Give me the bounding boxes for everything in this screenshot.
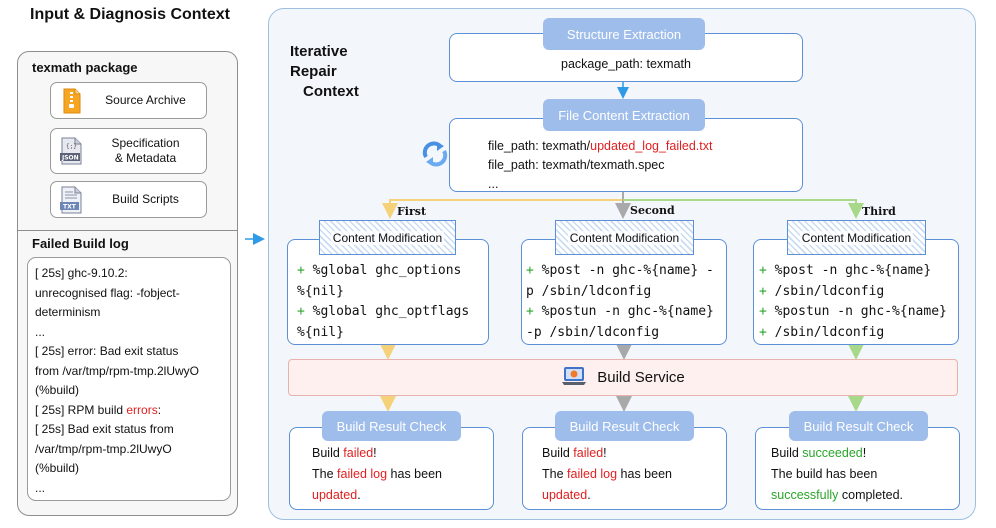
log-line: [ 25s] Bad exit status from: [35, 422, 174, 436]
log-line: unrecognised flag: -fobject-: [35, 285, 180, 300]
source-archive-card: Source Archive: [50, 82, 207, 119]
code-line: + %global ghc_options: [297, 263, 462, 278]
log-error-word: errors: [126, 402, 158, 417]
file-path-ellipsis: ...: [488, 177, 499, 191]
log-text: :: [157, 402, 162, 417]
svg-text:JSON: JSON: [61, 155, 79, 162]
first-build-result-check-label: Build Result Check: [322, 411, 461, 441]
result-line: Build succeeded!: [771, 446, 867, 460]
svg-text:TXT: TXT: [63, 203, 77, 210]
first-modification-box: [287, 239, 489, 345]
specification-label-line1: Specification: [111, 136, 180, 150]
log-line: (%build): [35, 461, 80, 475]
log-line: [ 25s] ghc-9.10.2:: [35, 266, 128, 280]
log-line: ...: [35, 480, 46, 495]
right-panel-title: Iterative Repair Context: [290, 42, 390, 102]
failed-status: failed: [573, 446, 604, 460]
code-line: %{nil}: [297, 324, 344, 340]
second-code-diff: + %post -n ghc-%{name} - p /sbin/ldconfi…: [526, 261, 714, 343]
code-line: p /sbin/ldconfig: [526, 283, 652, 299]
second-content-modification-label: Content Modification: [555, 220, 694, 255]
third-content-modification-label: Content Modification: [787, 220, 926, 255]
panel-divider: [17, 230, 238, 231]
code-line: + %post -n ghc-%{name}: [759, 263, 932, 278]
specification-card: {;} JSON Specification & Metadata: [50, 128, 207, 174]
right-title-line1: Iterative Repair: [290, 43, 348, 80]
package-title: texmath package: [32, 60, 138, 75]
code-line: %{nil}: [297, 283, 344, 299]
first-code-diff: + %global ghc_options %{nil} + %global g…: [297, 261, 469, 343]
file-path-line: file_path: texmath/updated_log_failed.tx…: [488, 137, 712, 156]
build-scripts-label: Build Scripts: [112, 192, 179, 206]
right-title-line2: Context: [303, 83, 359, 100]
failed-status: failed: [343, 446, 374, 460]
log-text: [ 25s] RPM build: [35, 402, 127, 417]
source-archive-label: Source Archive: [105, 93, 186, 107]
refresh-icon: [420, 141, 450, 172]
code-line: + %global ghc_optflags: [297, 304, 470, 319]
svg-text:{;}: {;}: [66, 143, 77, 150]
third-modification-box: [753, 239, 959, 345]
file-content-extraction-label: File Content Extraction: [543, 99, 705, 131]
code-line: + %postun -n ghc-%{name}: [759, 304, 947, 319]
specification-label-line2: & Metadata: [114, 151, 177, 165]
build-service-icon: [561, 365, 587, 391]
txt-file-icon: TXT: [59, 186, 85, 214]
log-line: [ 25s] RPM build errors:: [35, 401, 224, 421]
log-line: /var/tmp/rpm-tmp.2lUwyO: [35, 441, 172, 456]
branch-label-second: Second: [630, 204, 675, 217]
result-line: successfully completed.: [771, 488, 904, 502]
code-line: + /sbin/ldconfig: [759, 283, 885, 299]
result-line: updated.: [542, 488, 591, 502]
updated-log-file: updated_log_failed.txt: [590, 139, 713, 153]
log-line: determinism: [35, 305, 101, 319]
result-line: Build failed!: [312, 446, 377, 460]
file-path-list: file_path: texmath/updated_log_failed.tx…: [488, 137, 712, 194]
code-line: + %postun -n ghc-%{name}: [526, 304, 714, 319]
log-line: [ 25s] error: Bad exit status: [35, 344, 179, 358]
failed-build-log: [ 25s] ghc-9.10.2: unrecognised flag: -f…: [27, 257, 231, 501]
structure-extraction-label: Structure Extraction: [543, 18, 705, 50]
first-content-modification-label: Content Modification: [319, 220, 456, 255]
build-scripts-card: TXT Build Scripts: [50, 181, 207, 218]
branch-label-first: First: [397, 205, 427, 218]
file-path-line: file_path: texmath/texmath.spec: [488, 158, 665, 172]
log-line: (%build): [35, 383, 80, 397]
code-line: -p /sbin/ldconfig: [526, 324, 660, 340]
build-service-label: Build Service: [597, 369, 685, 386]
third-result-text: Build succeeded! The build has been succ…: [771, 443, 903, 506]
archive-file-icon: [59, 88, 85, 114]
result-line: The failed log has been: [542, 467, 672, 481]
specification-label: Specification & Metadata: [85, 136, 206, 166]
json-file-icon: {;} JSON: [59, 137, 85, 165]
left-panel-title: Input & Diagnosis Context: [30, 6, 230, 23]
package-path-text: package_path: texmath: [561, 57, 691, 71]
log-line: from /var/tmp/rpm-tmp.2lUwyO: [35, 363, 200, 378]
result-line: The failed log has been: [312, 467, 442, 481]
build-service-bar: Build Service: [288, 359, 958, 396]
first-result-text: Build failed! The failed log has been up…: [312, 443, 442, 506]
result-line: Build failed!: [542, 446, 607, 460]
third-branch-arrow: [623, 199, 864, 219]
third-code-diff: + %post -n ghc-%{name} + /sbin/ldconfig …: [759, 261, 947, 343]
code-line: + %post -n ghc-%{name} -: [526, 263, 714, 278]
failed-log-title: Failed Build log: [32, 236, 129, 251]
second-build-result-check-label: Build Result Check: [555, 411, 694, 441]
file-path-prefix: file_path: texmath/: [488, 139, 591, 153]
third-build-result-check-label: Build Result Check: [789, 411, 928, 441]
succeeded-status: succeeded: [802, 446, 863, 460]
branch-label-third: Third: [862, 205, 896, 218]
code-line: + /sbin/ldconfig: [759, 324, 885, 340]
result-line: The build has been: [771, 467, 878, 481]
log-line: ...: [35, 324, 46, 339]
result-line: updated.: [312, 488, 361, 502]
second-result-text: Build failed! The failed log has been up…: [542, 443, 672, 506]
